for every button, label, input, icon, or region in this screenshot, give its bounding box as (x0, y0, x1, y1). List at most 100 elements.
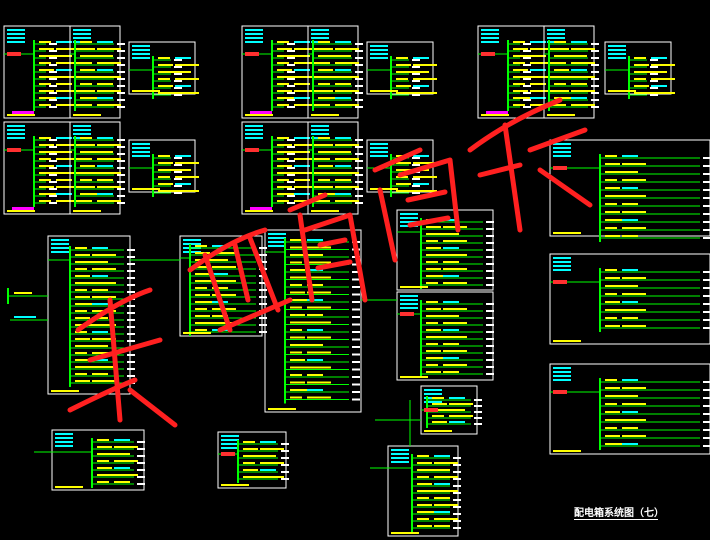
circuit-number (117, 92, 125, 94)
cable-label (307, 261, 331, 264)
cable-label (175, 64, 199, 66)
cable-label (294, 137, 310, 139)
breaker-label (277, 200, 289, 202)
circuit-number (287, 106, 295, 108)
circuit-number (703, 271, 710, 273)
box-footer-text (553, 340, 581, 342)
box-header-text (481, 37, 499, 39)
breaker-label (554, 55, 572, 57)
cable-label (413, 176, 437, 178)
breaker-label (277, 172, 295, 174)
breaker-label (75, 296, 90, 298)
box-header-text (132, 155, 150, 157)
cable-label (212, 315, 228, 317)
circuit-number (352, 368, 360, 371)
circuit-number (650, 94, 658, 96)
cable-label (97, 151, 113, 153)
box-header-text (553, 375, 571, 377)
breaker-label (605, 317, 617, 319)
cable-label (622, 179, 646, 181)
breaker-label (290, 329, 302, 331)
circuit-number (281, 471, 289, 473)
cable-label (294, 104, 318, 106)
breaker-label (80, 48, 95, 50)
circuit-number (703, 381, 710, 383)
circuit-number (453, 527, 461, 529)
cable-label (530, 69, 546, 71)
cable-label (97, 186, 121, 188)
box-footer-text (547, 114, 575, 116)
circuit-number (412, 185, 420, 187)
cable-label (212, 287, 228, 289)
circuit-number (117, 174, 125, 176)
circuit-number (259, 254, 267, 256)
breaker-label (80, 41, 92, 43)
cable-label (571, 83, 587, 85)
breaker-label (75, 247, 87, 249)
breaker-label (75, 268, 87, 270)
box-header-text (183, 243, 201, 245)
circuit-number (591, 106, 599, 108)
cable-label (92, 289, 108, 291)
circuit-number (259, 324, 267, 326)
cable-label (622, 171, 638, 173)
circuit-number (650, 87, 658, 89)
circuit-number (287, 57, 295, 59)
box-header-text (400, 221, 418, 223)
box-group-3c (604, 41, 675, 99)
breaker-label (605, 293, 617, 295)
cable-label (443, 261, 459, 263)
cable-label (335, 172, 359, 174)
cable-label (413, 57, 429, 59)
cable-label (413, 71, 429, 73)
box-frame (47, 235, 131, 395)
breaker-label (277, 48, 292, 50)
circuit-number (127, 375, 135, 377)
breaker-label (158, 176, 170, 178)
cable-label (307, 314, 323, 316)
circuit-number (352, 316, 360, 318)
cable-label (307, 374, 323, 376)
circuit-number (453, 513, 461, 515)
title-underline (574, 519, 658, 520)
circuit-number (287, 146, 295, 148)
breaker-label (75, 317, 90, 319)
circuit-number (486, 331, 494, 333)
cable-label (622, 187, 638, 189)
breaker-label (39, 69, 54, 71)
cable-label (335, 55, 351, 57)
breaker-label (80, 83, 92, 85)
main-breaker-mark (424, 408, 438, 412)
breaker-label (158, 64, 173, 66)
cable-label (413, 92, 437, 94)
circuit-number (474, 405, 482, 407)
breaker-label (426, 275, 444, 277)
circuit-number (137, 469, 145, 471)
breaker-label (75, 373, 87, 375)
breaker-label (605, 387, 620, 389)
circuit-number (287, 85, 295, 87)
cable-label (443, 336, 467, 338)
cable-label (443, 275, 459, 277)
breaker-label (513, 62, 525, 64)
cable-label (335, 76, 359, 78)
breaker-label (80, 137, 92, 139)
cable-label (449, 397, 465, 399)
breaker-label (39, 179, 51, 181)
cable-label (443, 357, 459, 359)
box-header-text (245, 29, 263, 31)
box-header-text (51, 243, 69, 245)
breaker-label (417, 455, 429, 457)
box-footer-text (221, 484, 249, 486)
cable-label (335, 151, 351, 153)
breaker-label (80, 62, 92, 64)
box-header-text (370, 155, 388, 157)
box-footer-text (55, 486, 83, 488)
breaker-label (39, 90, 54, 92)
circuit-number (259, 303, 267, 305)
circuit-number (49, 188, 57, 190)
circuit-number (259, 261, 267, 263)
breaker-label (318, 172, 336, 174)
breaker-label (39, 200, 51, 202)
circuit-number (127, 319, 135, 321)
